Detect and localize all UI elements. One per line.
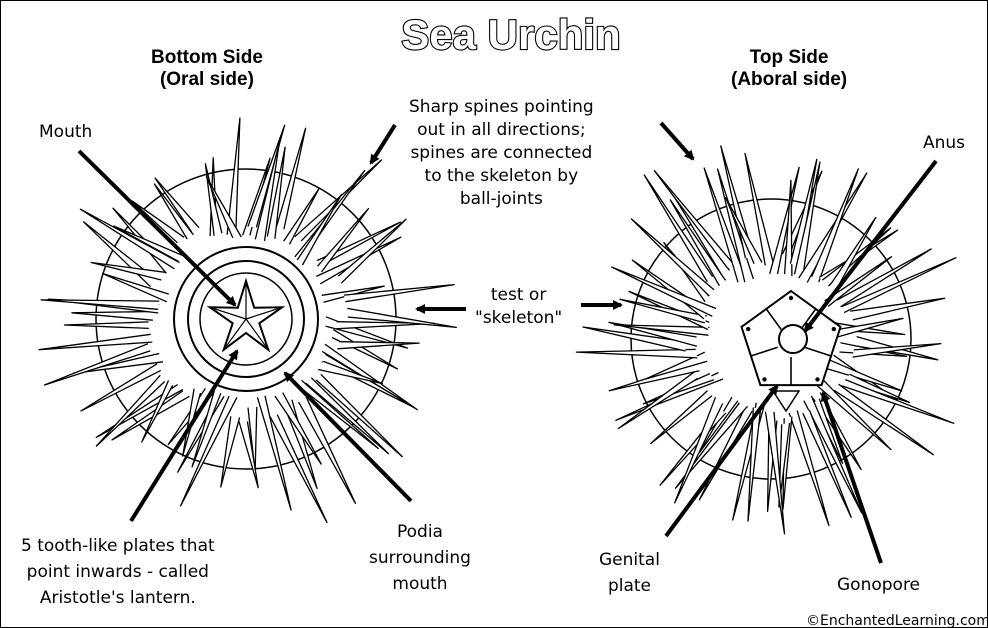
anus-opening [779,325,807,353]
arrow-spines-left [371,125,395,163]
bottom-side-heading-line2: (Oral side) [151,69,263,91]
bottom-spine [41,300,159,309]
label-lantern-line1: 5 tooth-like plates that [21,533,215,559]
top-spine [576,349,697,358]
bottom-spine [72,312,153,321]
gonopore-dot [815,377,819,381]
label-mouth: Mouth [39,122,92,142]
top-spine [834,318,903,337]
label-spines: Sharp spines pointing out in all directi… [409,96,594,211]
bottom-spine [142,380,173,442]
bottom-spine [39,334,152,349]
label-test: test or "skeleton" [475,284,562,330]
bottom-side-heading: Bottom Side (Oral side) [151,47,263,92]
bottom-spine [344,285,454,302]
gonopore-dot [746,327,750,331]
label-spines-line5: ball-joints [409,188,594,211]
label-genital-line1: Genital [599,547,660,573]
label-genital-plate: Genital plate [599,547,660,599]
arrow-spines-right [661,123,693,159]
copyright-notice: ©EnchantedLearning.com [806,613,988,628]
top-side-heading: Top Side (Aboral side) [731,47,847,92]
bottom-spine [221,416,240,487]
label-gonopore: Gonopore [837,575,920,595]
label-spines-line4: to the skeleton by [409,165,594,188]
label-podia-line1: Podia [369,519,471,545]
label-spines-line2: out in all directions; [409,119,594,142]
gonopore-dot [762,377,766,381]
label-podia-line3: mouth [369,571,471,597]
madreporite-plate [773,391,799,411]
top-spine [660,409,726,485]
bottom-side-heading-line1: Bottom Side [151,47,263,69]
label-anus: Anus [923,133,965,153]
label-spines-line1: Sharp spines pointing [409,96,594,119]
top-spine [675,397,723,503]
label-lantern-line2: point inwards - called [21,559,215,585]
bottom-spine [96,385,183,438]
label-test-line2: "skeleton" [475,307,562,330]
arrow-gonopore [823,393,881,563]
urchin-top-view [576,146,956,534]
label-aristotles-lantern: 5 tooth-like plates that point inwards -… [21,533,215,611]
top-side-heading-line1: Top Side [731,47,847,69]
top-side-heading-line2: (Aboral side) [731,69,847,91]
label-spines-line3: spines are connected [409,142,594,165]
svg-text:Sea Urchin: Sea Urchin [401,11,620,58]
gonopore-dot [789,296,793,300]
label-lantern-line3: Aristotle's lantern. [21,585,215,611]
label-podia-line2: surrounding [369,545,471,571]
bottom-spine [65,322,149,329]
diagram-title: Sea Urchin [401,11,620,58]
label-podia: Podia surrounding mouth [369,519,471,597]
gonopore-dot [832,327,836,331]
urchin-bottom-view [39,118,456,522]
label-test-line1: test or [475,284,562,307]
label-genital-line2: plate [599,573,660,599]
